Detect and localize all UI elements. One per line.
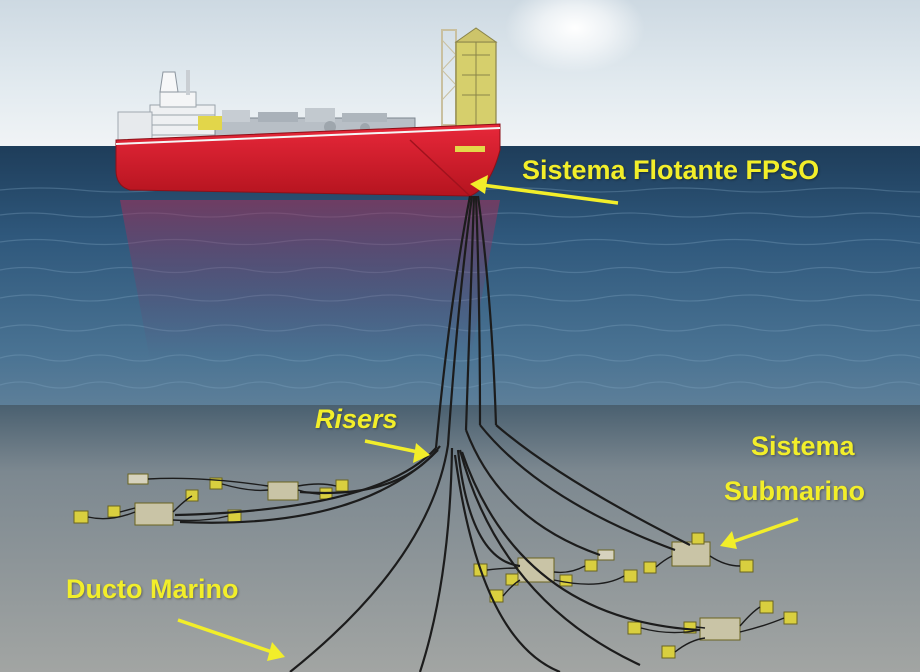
manifold — [267, 481, 299, 501]
jumper — [739, 617, 785, 633]
seabed-equipment — [73, 473, 798, 659]
wellhead — [559, 574, 573, 587]
label-sistema-flotante-fpso: Sistema Flotante FPSO — [522, 155, 820, 185]
flowline — [479, 424, 676, 552]
manifold — [597, 549, 615, 561]
flowline — [495, 424, 691, 546]
seabed — [0, 405, 920, 672]
wellhead — [584, 559, 598, 572]
jumper — [172, 515, 229, 522]
arrow-icon — [177, 618, 285, 661]
jumper — [655, 555, 673, 568]
flowline — [464, 429, 601, 557]
label-risers: Risers — [315, 404, 398, 434]
jumper — [297, 483, 337, 487]
label-sistema-submarino-line1: Sistema — [751, 431, 855, 461]
jumper — [709, 555, 741, 567]
wellhead — [783, 611, 798, 625]
jumper — [87, 511, 136, 520]
riser — [474, 195, 482, 426]
jumper — [502, 579, 521, 597]
flowline — [456, 449, 521, 568]
arrow-icon — [470, 175, 619, 205]
flowline — [418, 447, 454, 672]
sun-glare — [505, 0, 645, 73]
flowline — [179, 449, 439, 524]
riser — [464, 195, 476, 431]
wellhead — [739, 559, 754, 573]
fpso-vessel — [115, 27, 501, 197]
flowline — [458, 449, 641, 666]
riser — [476, 195, 498, 426]
jumper — [695, 626, 706, 629]
wellhead — [623, 569, 638, 583]
jumper — [553, 575, 625, 585]
flowline — [453, 454, 561, 672]
wellhead — [107, 505, 121, 518]
manifold — [671, 541, 711, 567]
wellhead — [209, 477, 223, 490]
hull-reflection — [120, 200, 500, 360]
wellhead — [759, 600, 774, 614]
jumper — [674, 637, 706, 653]
jumper — [147, 477, 269, 487]
jumper — [486, 567, 519, 571]
riser — [446, 195, 474, 446]
wellhead — [691, 532, 705, 545]
wellhead — [627, 621, 642, 635]
callout-arrows — [177, 175, 799, 661]
pipelines — [87, 195, 785, 672]
hull — [115, 123, 501, 197]
wellhead — [505, 573, 519, 586]
jumper — [553, 565, 586, 574]
wellhead — [73, 510, 89, 524]
jumper — [739, 606, 761, 627]
turret-derrick — [441, 27, 498, 128]
wellhead — [185, 489, 199, 502]
wellhead — [661, 645, 676, 659]
label-sistema-submarino-line2: Submarino — [724, 476, 866, 506]
flowline — [174, 447, 437, 517]
manifold — [127, 473, 149, 485]
wellhead — [643, 561, 657, 574]
jumper — [640, 627, 701, 634]
riser — [434, 195, 472, 449]
wellhead — [335, 479, 349, 492]
manifold — [134, 502, 174, 526]
arrow-icon — [364, 439, 430, 463]
arrow-icon — [720, 517, 799, 549]
flowline — [289, 444, 450, 672]
manifold — [699, 617, 741, 641]
jumper — [119, 507, 136, 513]
flowline — [460, 451, 701, 632]
label-ducto-marino: Ducto Marino — [66, 574, 239, 604]
jumper — [221, 483, 269, 492]
jumper — [172, 495, 193, 513]
jumper — [297, 489, 321, 495]
